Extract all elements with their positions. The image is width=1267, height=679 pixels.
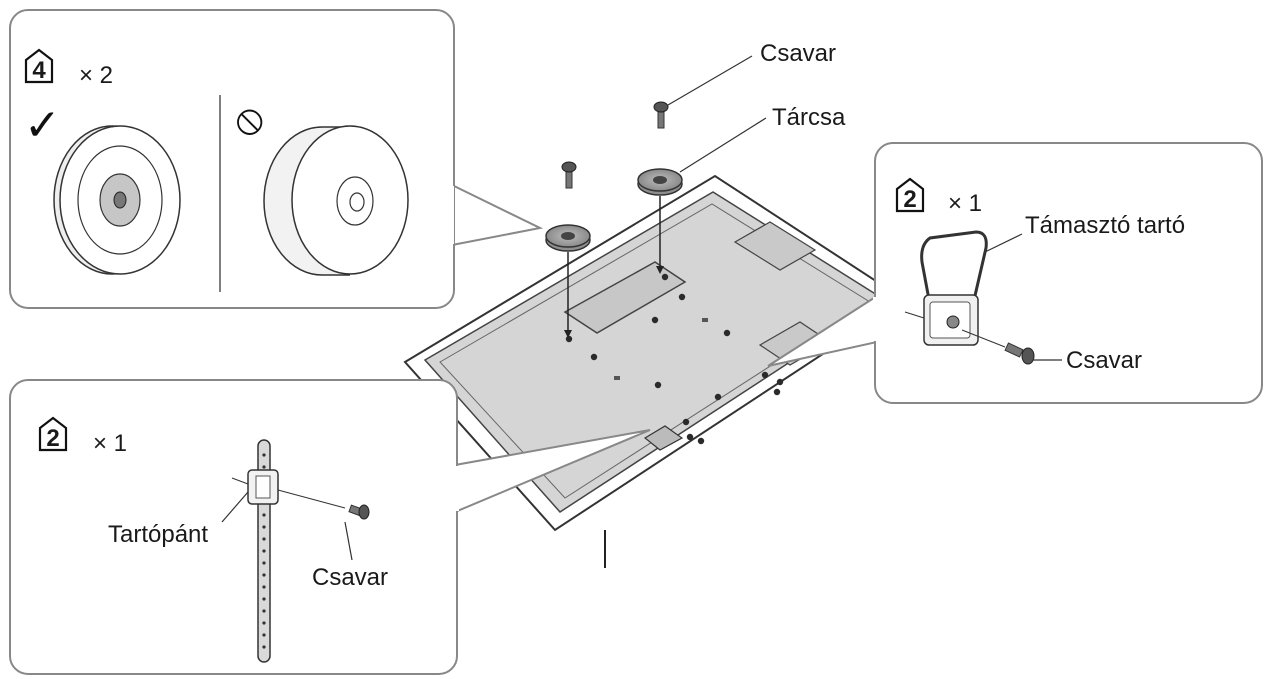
part-badge-support: 2 (895, 177, 925, 213)
leader-disc (679, 117, 767, 173)
leader-screw-bottom (344, 521, 353, 561)
leader-screw-top (667, 55, 753, 106)
disc-correct-illustration (53, 125, 181, 275)
part-number-strap: 2 (46, 425, 60, 452)
screw-left (561, 161, 577, 189)
label-disc: Tárcsa (772, 104, 846, 131)
part-badge-strap: 2 (38, 416, 68, 452)
label-screw-top: Csavar (760, 40, 837, 67)
label-screw-right: Csavar (1066, 347, 1143, 374)
callout-discs (9, 9, 544, 309)
screw-right-top (653, 101, 669, 129)
label-strap: Tartópánt (108, 521, 209, 548)
quantity-strap: × 1 (93, 430, 128, 457)
part-number-support: 2 (903, 186, 917, 213)
disc-left (545, 224, 591, 338)
check-icon: ✓ (24, 100, 61, 151)
part-number-discs: 4 (32, 57, 46, 84)
quantity-discs: × 2 (79, 62, 114, 89)
leader-strap (221, 491, 249, 523)
quantity-support: × 1 (948, 190, 983, 217)
tv-back-panel (403, 174, 907, 568)
strap-illustration (231, 439, 370, 663)
part-badge-discs: 4 (24, 48, 54, 84)
disc-right (637, 168, 683, 274)
label-support-holder: Támasztó tartó (1025, 212, 1186, 239)
support-holder-illustration (904, 230, 1035, 365)
leader-support-holder (984, 233, 1023, 253)
callout-support-holder (767, 142, 1263, 404)
label-screw-bottom: Csavar (312, 564, 389, 591)
prohibited-icon: ⦸ (236, 94, 264, 143)
callout-strap (9, 379, 651, 675)
disc-wrong-illustration (263, 125, 409, 276)
